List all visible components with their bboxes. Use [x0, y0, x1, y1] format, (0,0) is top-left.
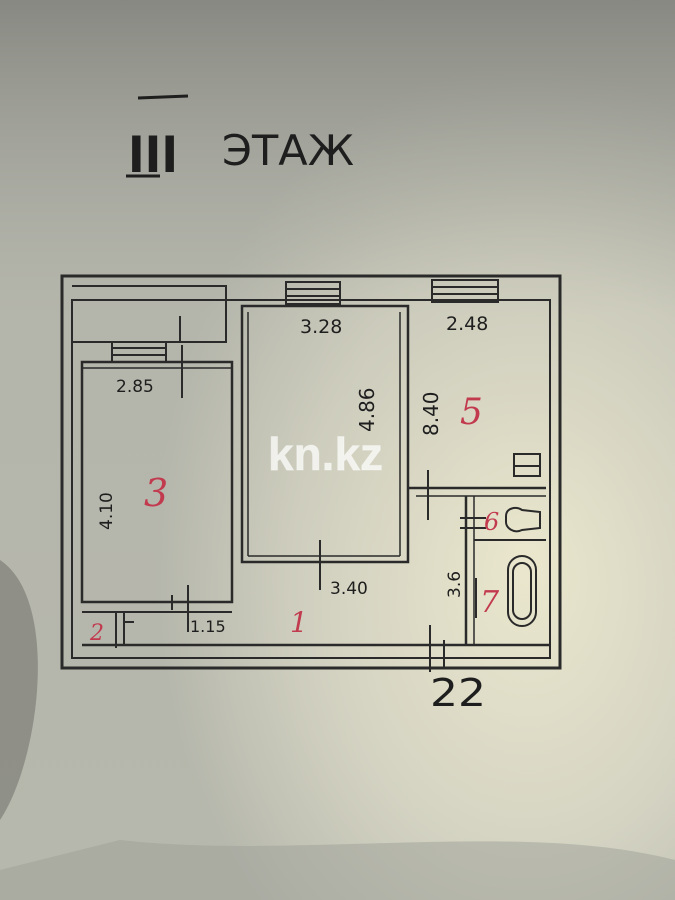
window-room5	[431, 279, 499, 303]
window-center	[285, 281, 341, 305]
dim-room3-lower: 1.15	[190, 617, 226, 636]
dim-room7-length: 3.6	[445, 571, 465, 598]
toilet-icon	[505, 507, 541, 533]
room-number-7: 7	[480, 585, 500, 620]
dim-room3-width: 2.85	[116, 377, 154, 397]
bathtub-icon	[507, 555, 537, 627]
room-number-1: 1	[290, 606, 308, 639]
room-number-2: 2	[89, 621, 104, 646]
windows	[111, 279, 499, 363]
plan-title: III ЭТАЖ	[126, 94, 354, 184]
title-roman: III	[128, 126, 178, 184]
room-number-6: 6	[484, 508, 499, 536]
dim-room5-width: 2.48	[446, 313, 488, 335]
outer-wall	[60, 274, 562, 670]
room-number-3: 3	[144, 471, 168, 515]
room-numbers: 1 2 3 5 6 7	[89, 392, 500, 646]
room-number-5: 5	[460, 392, 483, 433]
dim-center-width: 3.28	[300, 316, 342, 338]
title-word: ЭТАЖ	[222, 126, 354, 175]
dim-room3-length: 4.10	[97, 492, 117, 530]
title-roman-overline	[137, 94, 189, 100]
fixtures	[505, 453, 541, 627]
paper-fold-shadow	[0, 560, 38, 820]
dim-room5-length: 8.40	[419, 391, 443, 436]
window-room3	[111, 341, 167, 363]
dim-center-length: 4.86	[355, 387, 379, 432]
dimensions: 2.85 4.10 1.15 3.28 4.86 3.40 2.48 8.40 …	[97, 313, 488, 636]
dim-center-lower: 3.40	[330, 579, 368, 599]
paper-bottom-shadow	[0, 840, 675, 900]
inner-wall-outline	[71, 299, 551, 659]
apartment-number: 22	[430, 671, 486, 715]
watermark-text: kn.kz	[268, 428, 383, 480]
center-room-walls	[240, 304, 410, 564]
door-marks	[115, 345, 486, 672]
